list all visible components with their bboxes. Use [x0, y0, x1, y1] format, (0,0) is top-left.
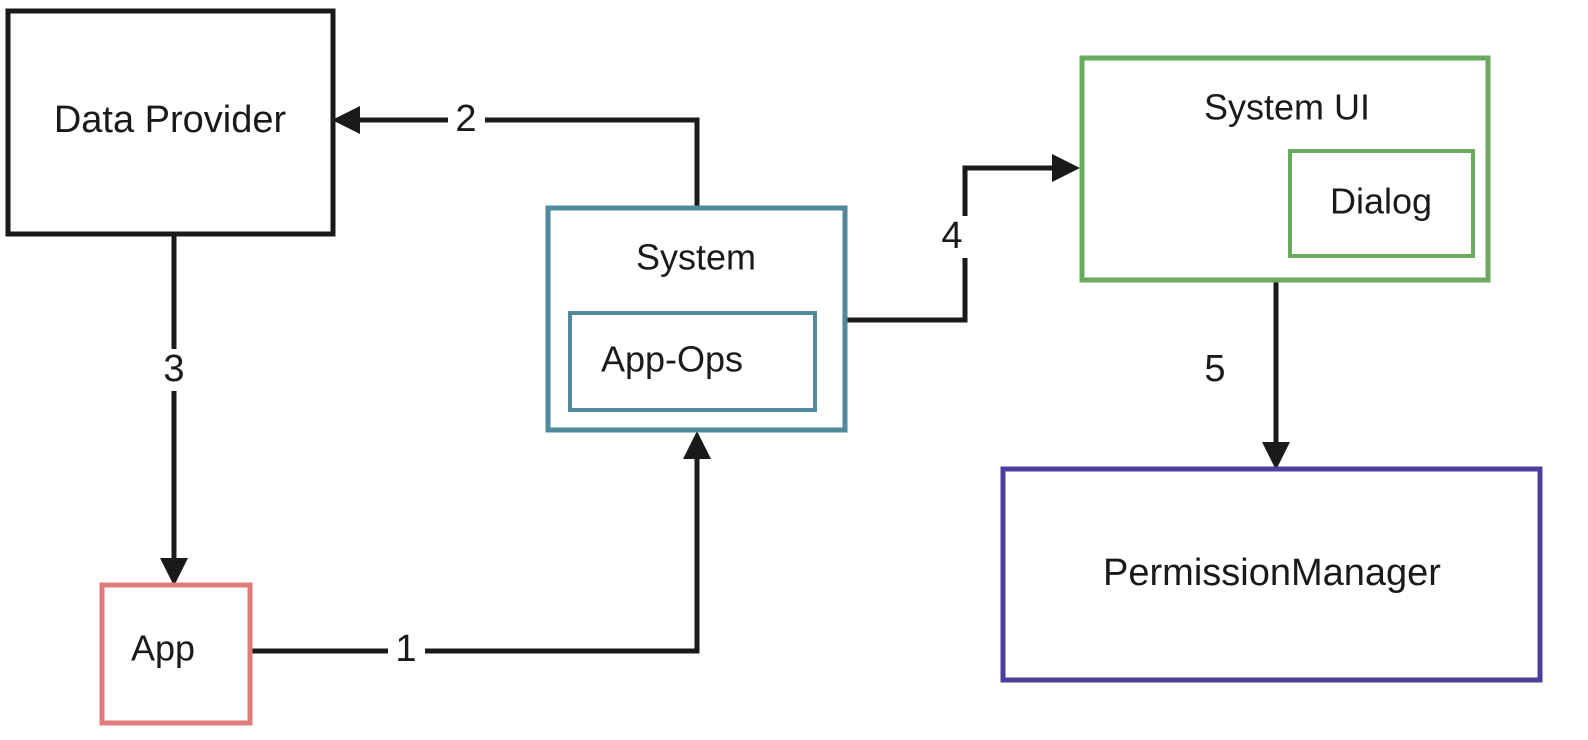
edge-1-label-bg — [388, 631, 425, 669]
edge-4: 4 — [845, 154, 1080, 323]
edge-1-line — [250, 445, 700, 654]
dialog-box[interactable] — [1288, 149, 1475, 258]
permission-manager-label: PermissionManager — [1103, 552, 1441, 594]
edge-2-arrowhead — [332, 106, 360, 134]
permission-manager-box[interactable] — [1000, 466, 1543, 683]
app-box[interactable] — [99, 582, 253, 726]
edge-3: 3 — [156, 234, 193, 586]
edge-3-label: 3 — [163, 348, 184, 390]
edge-1-label: 1 — [395, 628, 416, 670]
node-data-provider[interactable]: Data Provider — [5, 8, 336, 237]
edge-5-arrowhead — [1262, 442, 1290, 470]
edge-2-label-bg — [448, 100, 485, 140]
nodes-layer: Data Provider System App-Ops System UI D… — [5, 8, 1543, 726]
node-system-ui[interactable]: System UI Dialog — [1079, 55, 1491, 283]
data-provider-label: Data Provider — [54, 99, 287, 141]
app-label: App — [131, 628, 195, 669]
edge-5: 5 — [1204, 280, 1290, 470]
node-permission-manager[interactable]: PermissionManager — [1000, 466, 1543, 683]
node-app[interactable]: App — [99, 582, 253, 726]
edge-2-line — [348, 117, 700, 208]
edge-3-arrowhead — [160, 558, 188, 586]
edges-layer: 1 2 3 4 5 — [156, 98, 1290, 670]
edge-2-label: 2 — [455, 98, 476, 140]
system-ui-label: System UI — [1204, 87, 1370, 128]
data-provider-box[interactable] — [5, 8, 336, 237]
edge-5-label: 5 — [1204, 348, 1225, 390]
edge-2: 2 — [332, 98, 700, 208]
edge-4-label: 4 — [941, 215, 962, 257]
dialog-label: Dialog — [1330, 181, 1432, 222]
edge-4-arrowhead — [1052, 154, 1080, 182]
edge-1-arrowhead — [683, 431, 711, 459]
edge-3-label-bg — [156, 349, 193, 391]
node-system[interactable]: System App-Ops — [545, 205, 848, 433]
edge-1: 1 — [250, 431, 711, 670]
edge-4-label-bg — [936, 216, 970, 258]
app-ops-box[interactable] — [568, 311, 817, 412]
system-label: System — [636, 237, 756, 278]
app-ops-label: App-Ops — [601, 339, 743, 380]
